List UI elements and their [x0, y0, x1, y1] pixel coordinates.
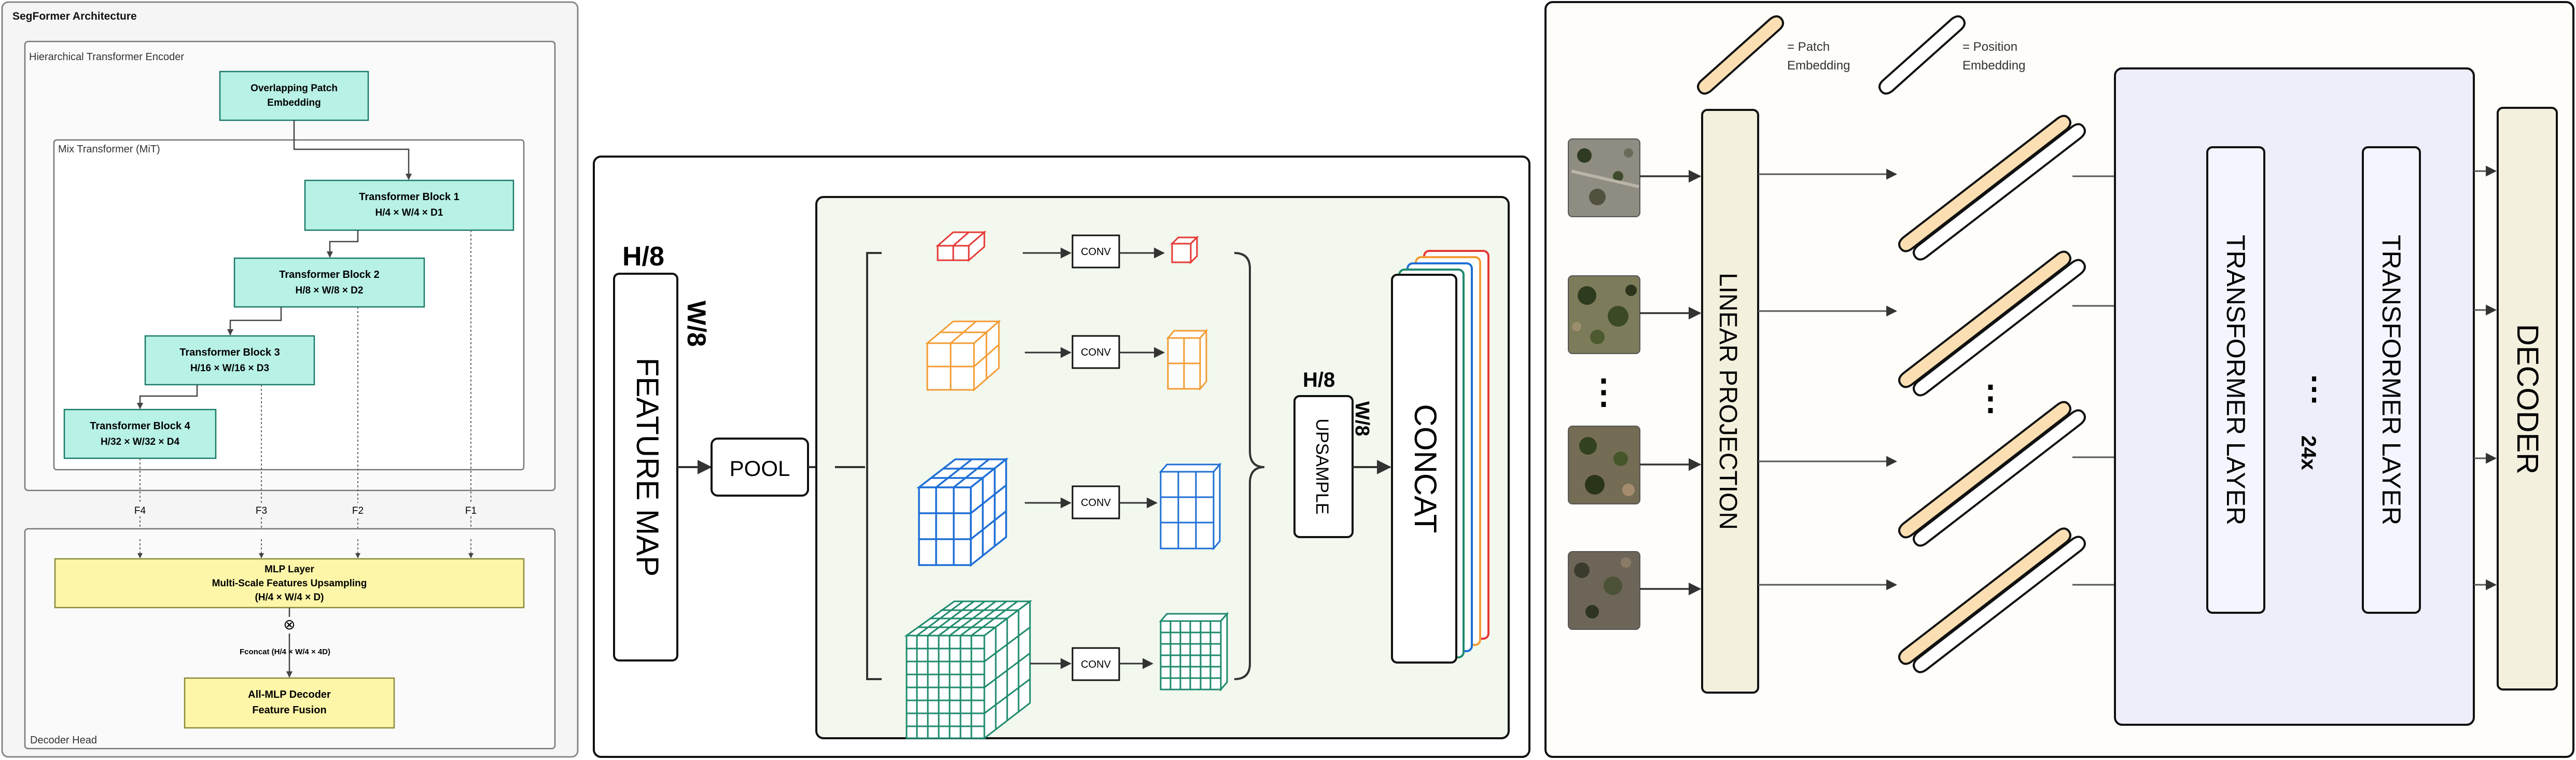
transformer-layer-2 [2362, 146, 2421, 614]
legend-patch: = Patch Embedding [1697, 15, 1850, 95]
patch-embedding-box [219, 71, 369, 121]
conv-label-1: CONV [1081, 246, 1111, 258]
concat-stack [1391, 250, 1489, 664]
embedding-dots: ⋮ [1973, 378, 2008, 417]
embedding-pair-1 [1898, 115, 2086, 261]
image-patch-4 [1568, 551, 1640, 630]
arrow-block3-to-block4 [136, 385, 198, 410]
upsample-label: UPSAMPLE [1312, 418, 1332, 514]
cube-green-output [1159, 611, 1229, 692]
block-2-title: Transformer Block 2 [279, 269, 379, 280]
legend-patch-line2: Embedding [1787, 59, 1850, 73]
decoder-head-label: Decoder Head [30, 735, 97, 746]
concat-symbol: ⊗ [283, 616, 295, 632]
upsample-height: H/8 [1303, 369, 1335, 391]
transformer-dots: ⋮ [2299, 371, 2330, 406]
feature-label-f3: F3 [256, 505, 267, 516]
right-bracket [1234, 252, 1265, 680]
patch-embedding-line1: Overlapping Patch [250, 83, 338, 94]
cube-orange-input [925, 319, 1001, 392]
arrow-block1-to-block2 [326, 230, 359, 258]
image-patch-dots: ⋮ [1586, 372, 1621, 411]
feature-label-f4: F4 [134, 505, 146, 516]
transformer-layer-1 [2206, 146, 2265, 614]
conv-label-4: CONV [1081, 659, 1111, 670]
legend-position-line1: = Position [1962, 40, 2017, 54]
upsample-width: W/8 [1351, 401, 1373, 437]
all-mlp-decoder-box [184, 677, 395, 729]
cube-orange-output [1166, 328, 1208, 391]
block-1-dims: H/4 × W/4 × D1 [375, 207, 443, 218]
feature-label-f1: F1 [465, 505, 477, 516]
cube-green-input [904, 600, 1033, 740]
feature-map-width: W/8 [682, 301, 711, 347]
all-mlp-line1: All-MLP Decoder [248, 689, 331, 700]
arrow-block2-to-block3 [227, 307, 282, 336]
cube-blue-input [916, 457, 1009, 567]
legend-position-line2: Embedding [1962, 59, 2025, 73]
block-4-title: Transformer Block 4 [90, 420, 190, 432]
conv-box-1 [1071, 234, 1120, 269]
block-2-dims: H/8 × W/8 × D2 [296, 285, 364, 296]
transformer-block-2 [233, 257, 425, 308]
concat-label: CONCAT [1408, 404, 1443, 533]
image-patch-3 [1568, 426, 1640, 504]
mlp-layer-box [54, 558, 525, 609]
embedding-pair-2 [1898, 250, 2086, 397]
feature-labels: F4 F3 F2 F1 [131, 503, 480, 516]
block-4-dims: H/32 × W/32 × D4 [101, 437, 180, 447]
cube-blue-output [1159, 462, 1222, 551]
decoder-box [2497, 107, 2558, 691]
decoder-label: DECODER [2511, 324, 2544, 474]
feature-map-height: H/8 [622, 242, 664, 272]
embedding-pair-4 [1898, 527, 2086, 673]
left-bracket [866, 252, 882, 680]
patch-embedding-line2: Embedding [267, 97, 321, 108]
panel-pyramid-pooling: H/8 W/8 FEATURE MAP POOL CONV [593, 156, 1530, 758]
panel-a-title: SegFormer Architecture [12, 10, 137, 22]
all-mlp-line2: Feature Fusion [252, 705, 326, 716]
image-patch-2 [1568, 275, 1640, 354]
transformer-layer-2-label: TRANSFORMER LAYER [2377, 235, 2406, 525]
embedding-pair-3 [1898, 401, 2086, 547]
conv-label-3: CONV [1081, 497, 1111, 509]
mlp-line3: (H/4 × W/4 × D) [255, 592, 324, 603]
conv-label-2: CONV [1081, 347, 1111, 358]
feature-label-f2: F2 [352, 505, 364, 516]
transformer-block-1 [304, 179, 514, 231]
mlp-line2: Multi-Scale Features Upsampling [212, 578, 367, 589]
encoder-label: Hierarchical Transformer Encoder [29, 51, 184, 63]
transformer-block-3 [144, 335, 315, 386]
mlp-line1: MLP Layer [264, 564, 314, 575]
block-1-title: Transformer Block 1 [359, 191, 459, 203]
panel-segformer: SegFormer Architecture Hierarchical Tran… [1, 1, 579, 758]
block-3-title: Transformer Block 3 [179, 347, 280, 358]
image-patch-1 [1568, 138, 1640, 217]
legend-position: = Position Embedding [1878, 15, 2025, 95]
legend-patch-line1: = Patch [1787, 40, 1830, 54]
cube-red-input [935, 230, 987, 262]
position-embedding-swatch [1878, 15, 1966, 95]
feature-map-label: FEATURE MAP [630, 358, 665, 576]
cube-red-output [1170, 235, 1199, 264]
fconcat-label: Fconcat (H/4 × W/4 × 4D) [240, 648, 330, 656]
panel-vit: = Patch Embedding = Position Embedding ⋮ [1544, 1, 2574, 758]
linear-projection-label: LINEAR PROJECTION [1714, 273, 1742, 530]
transformer-layer-1-label: TRANSFORMER LAYER [2221, 235, 2250, 525]
pool-label: POOL [730, 456, 790, 481]
block-3-dims: H/16 × W/16 × D3 [190, 363, 269, 374]
mit-label: Mix Transformer (MiT) [58, 144, 160, 155]
concat-box [1391, 274, 1457, 664]
arrow-patch-to-block1 [293, 120, 412, 180]
repeat-label: 24x [2297, 435, 2320, 470]
transformer-block-4 [63, 409, 217, 459]
linear-projection-box [1701, 109, 1759, 694]
patch-embedding-swatch [1697, 15, 1784, 95]
